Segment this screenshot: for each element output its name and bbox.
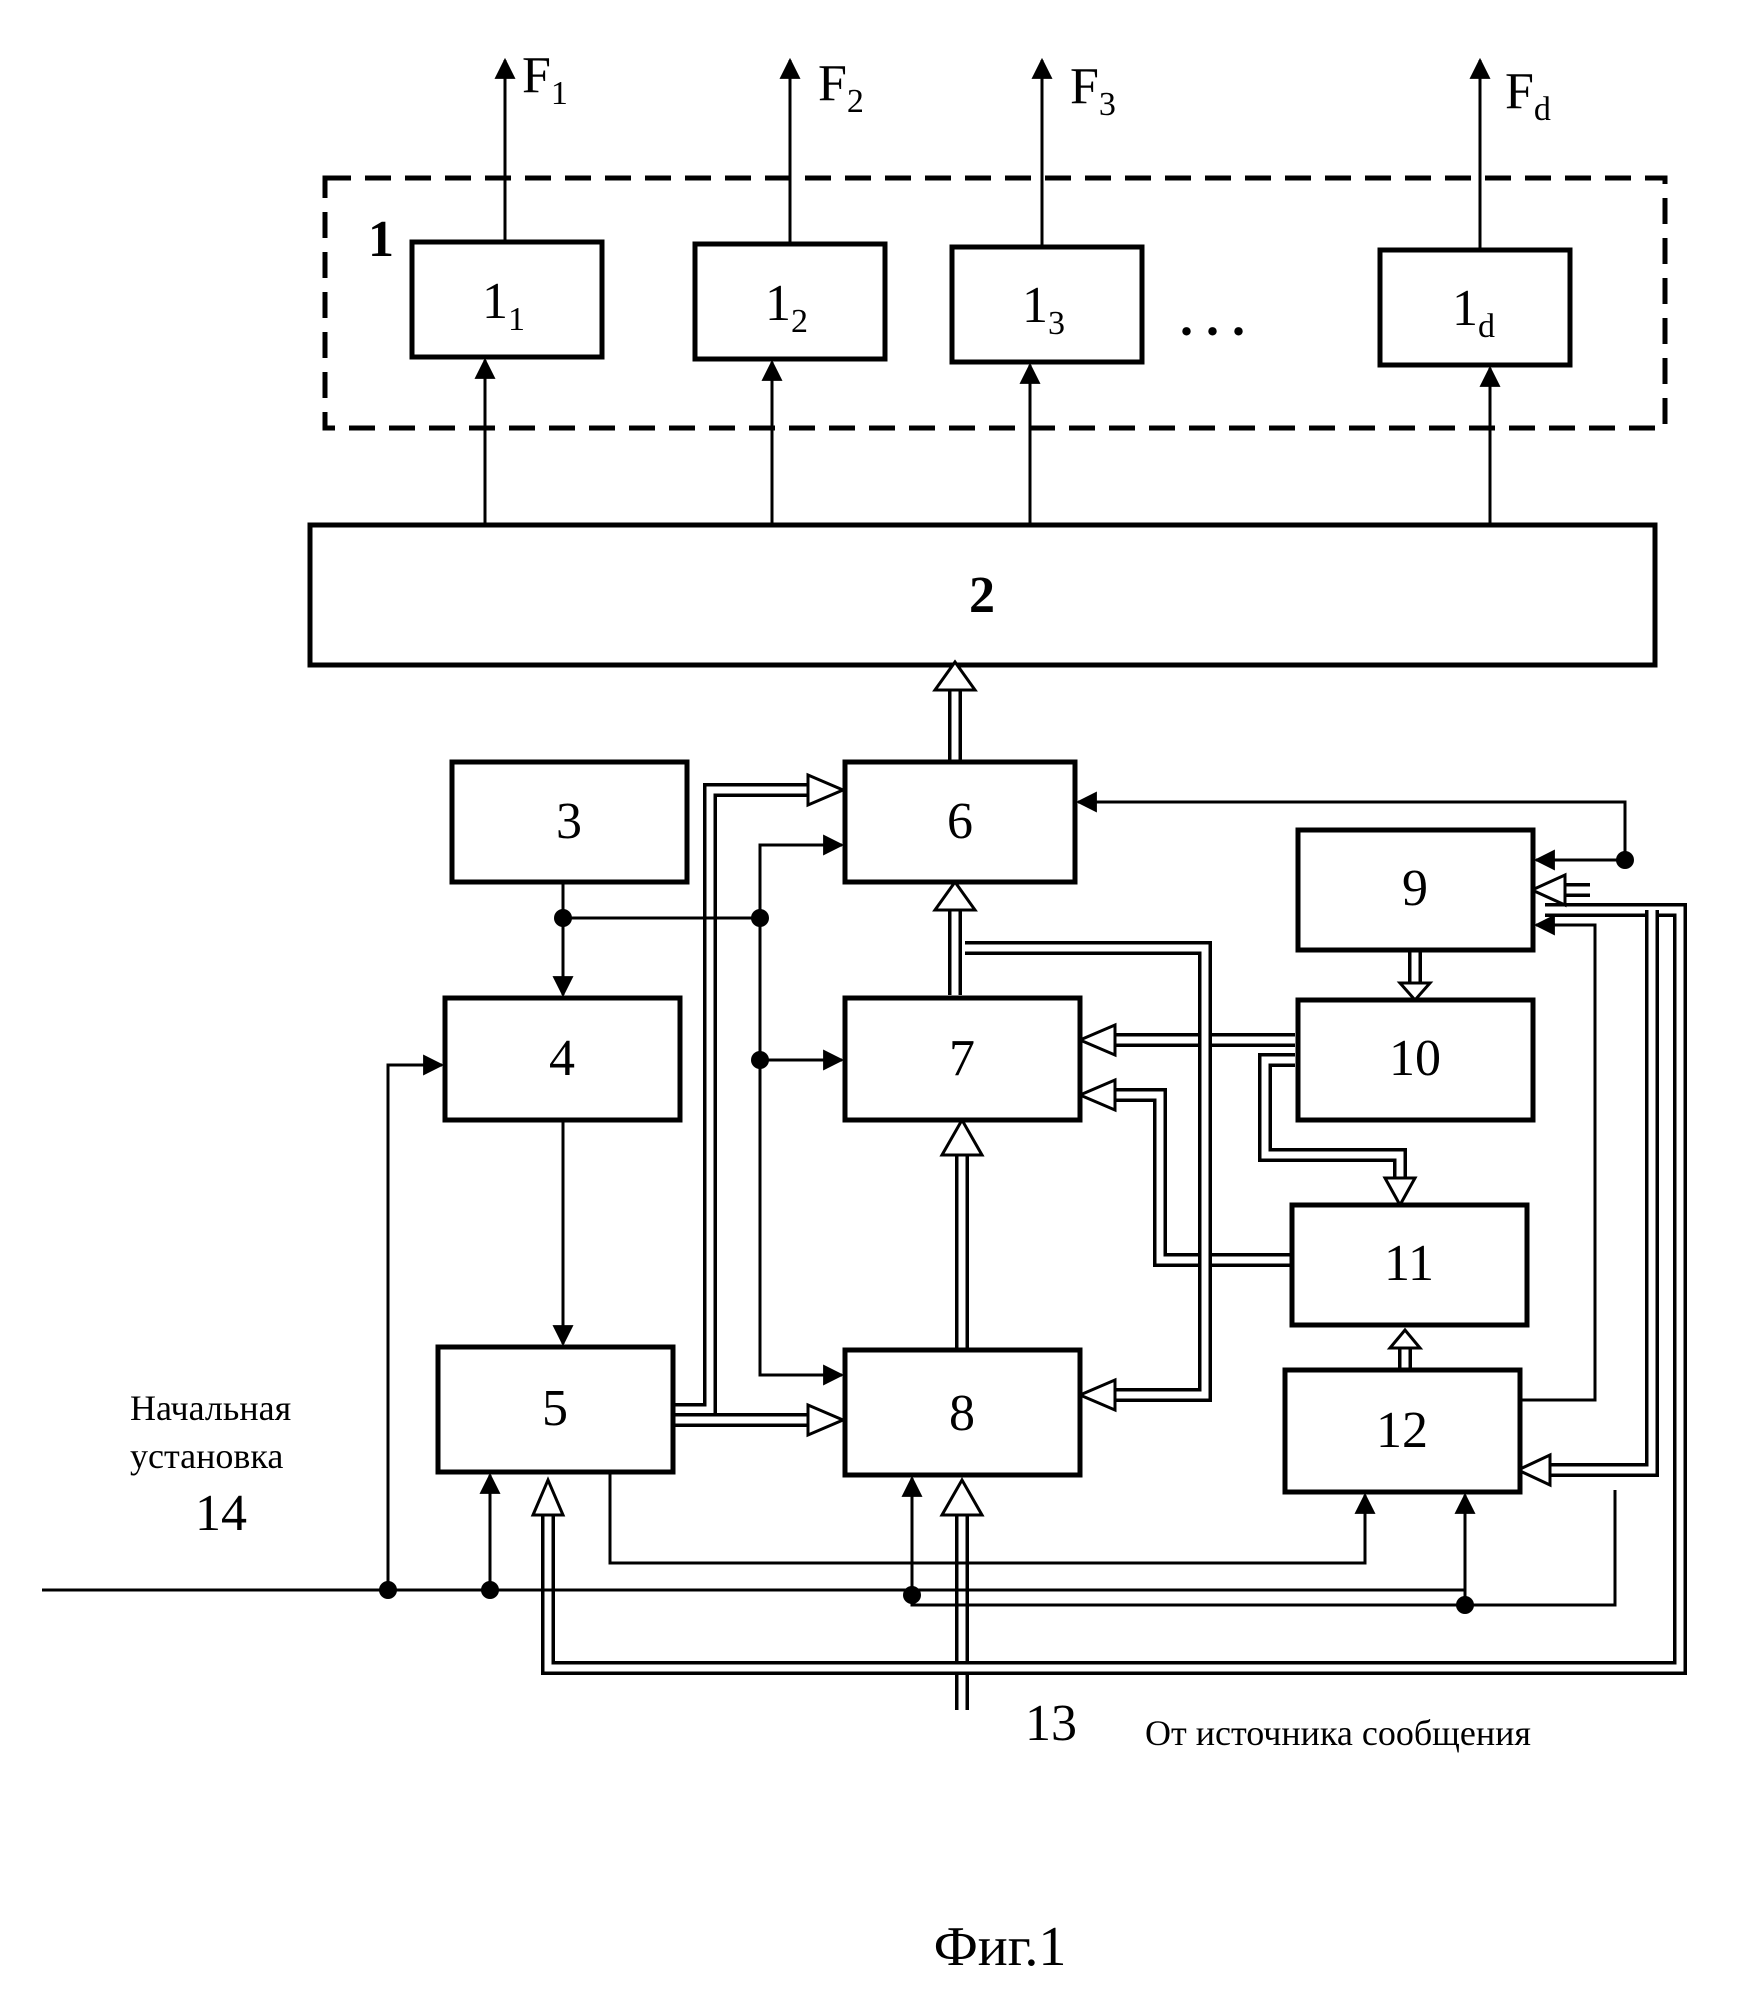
output-fd: Fd [1505, 63, 1551, 128]
block-3: 3 [452, 762, 687, 882]
channel-block-1: 11 [412, 242, 602, 357]
svg-text:6: 6 [947, 793, 973, 850]
svg-text:11: 11 [1384, 1235, 1434, 1292]
buses [533, 662, 1680, 1710]
svg-text:2: 2 [969, 567, 995, 624]
svg-text:7: 7 [949, 1030, 975, 1087]
svg-text:8: 8 [949, 1385, 975, 1442]
reset-label-line2: установка [130, 1436, 283, 1476]
block-12: 12 [1285, 1370, 1520, 1492]
svg-text:12: 12 [1376, 1402, 1428, 1459]
block-2: 2 [310, 525, 1655, 665]
block-11: 11 [1292, 1205, 1527, 1325]
source-input-label: От источника сообщения [1145, 1713, 1531, 1753]
group-1-label: 1 [368, 211, 394, 268]
reset-input-number: 14 [195, 1485, 247, 1542]
output-f2: F2 [818, 55, 864, 120]
output-f1: F1 [522, 47, 568, 112]
block-8: 8 [845, 1350, 1080, 1475]
figure-caption: Фиг.1 [934, 1916, 1067, 1978]
svg-text:3: 3 [556, 793, 582, 850]
source-input-number: 13 [1025, 1695, 1077, 1752]
svg-text:4: 4 [549, 1030, 575, 1087]
block-5: 5 [438, 1347, 673, 1472]
block-9: 9 [1298, 830, 1533, 950]
output-f3: F3 [1070, 58, 1116, 123]
block-7: 7 [845, 998, 1080, 1120]
reset-label-line1: Начальная [130, 1388, 291, 1428]
block-4: 4 [445, 998, 680, 1120]
ellipsis: . . . [1180, 290, 1245, 347]
channel-block-2: 12 [695, 244, 885, 359]
block-6: 6 [845, 762, 1075, 882]
block-10: 10 [1298, 1000, 1533, 1120]
svg-text:5: 5 [542, 1380, 568, 1437]
svg-text:9: 9 [1402, 860, 1428, 917]
svg-text:10: 10 [1389, 1030, 1441, 1087]
channel-block-3: 13 [952, 247, 1142, 362]
channel-block-d: 1d [1380, 250, 1570, 365]
